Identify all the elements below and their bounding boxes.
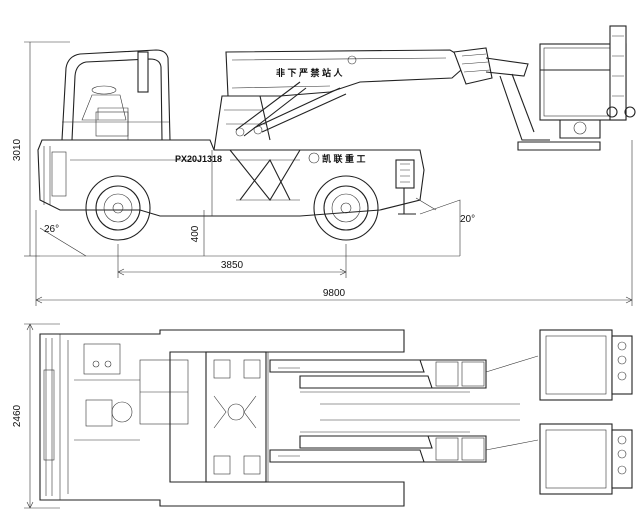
height-dimension: 3010	[12, 138, 23, 161]
operator-cab	[61, 49, 171, 141]
upper-boom-top	[269, 359, 470, 393]
brand-decal: 凯 联 重 工	[322, 153, 366, 164]
lower-platform-top	[539, 423, 633, 495]
side-view: PX20J1318 凯 联 重 工	[12, 25, 636, 306]
chassis-body: PX20J1318 凯 联 重 工	[37, 139, 437, 217]
boom-extensions-top	[320, 355, 539, 463]
width-dimension: 2460	[12, 404, 23, 427]
overall-length-dimension: 9800	[323, 288, 346, 299]
turntable	[205, 351, 300, 483]
boom-assembly: 非 下 严 禁 站 人	[213, 47, 601, 151]
work-platform-basket	[539, 25, 636, 139]
top-view: 2460	[12, 323, 633, 509]
chassis-top-outline	[39, 329, 405, 507]
top-view-dimensions: 2460	[12, 323, 60, 509]
operator-compartment-top	[74, 343, 140, 441]
front-wheel	[85, 175, 151, 241]
rear-wheel	[313, 175, 379, 241]
boom-decal: 非 下 严 禁 站 人	[276, 67, 344, 78]
ground-clearance: 400	[190, 225, 201, 242]
departure-angle: 20°	[460, 214, 475, 225]
upper-platform-top	[539, 329, 633, 401]
brand-logo-icon	[308, 152, 320, 164]
wheelbase-dimension: 3850	[221, 260, 244, 271]
engine-grille	[139, 359, 189, 425]
side-view-dimensions: 3010 26° 400 20° 3850 9800	[12, 41, 633, 306]
model-plate: PX20J1318	[175, 154, 222, 164]
approach-angle: 26°	[44, 224, 59, 235]
